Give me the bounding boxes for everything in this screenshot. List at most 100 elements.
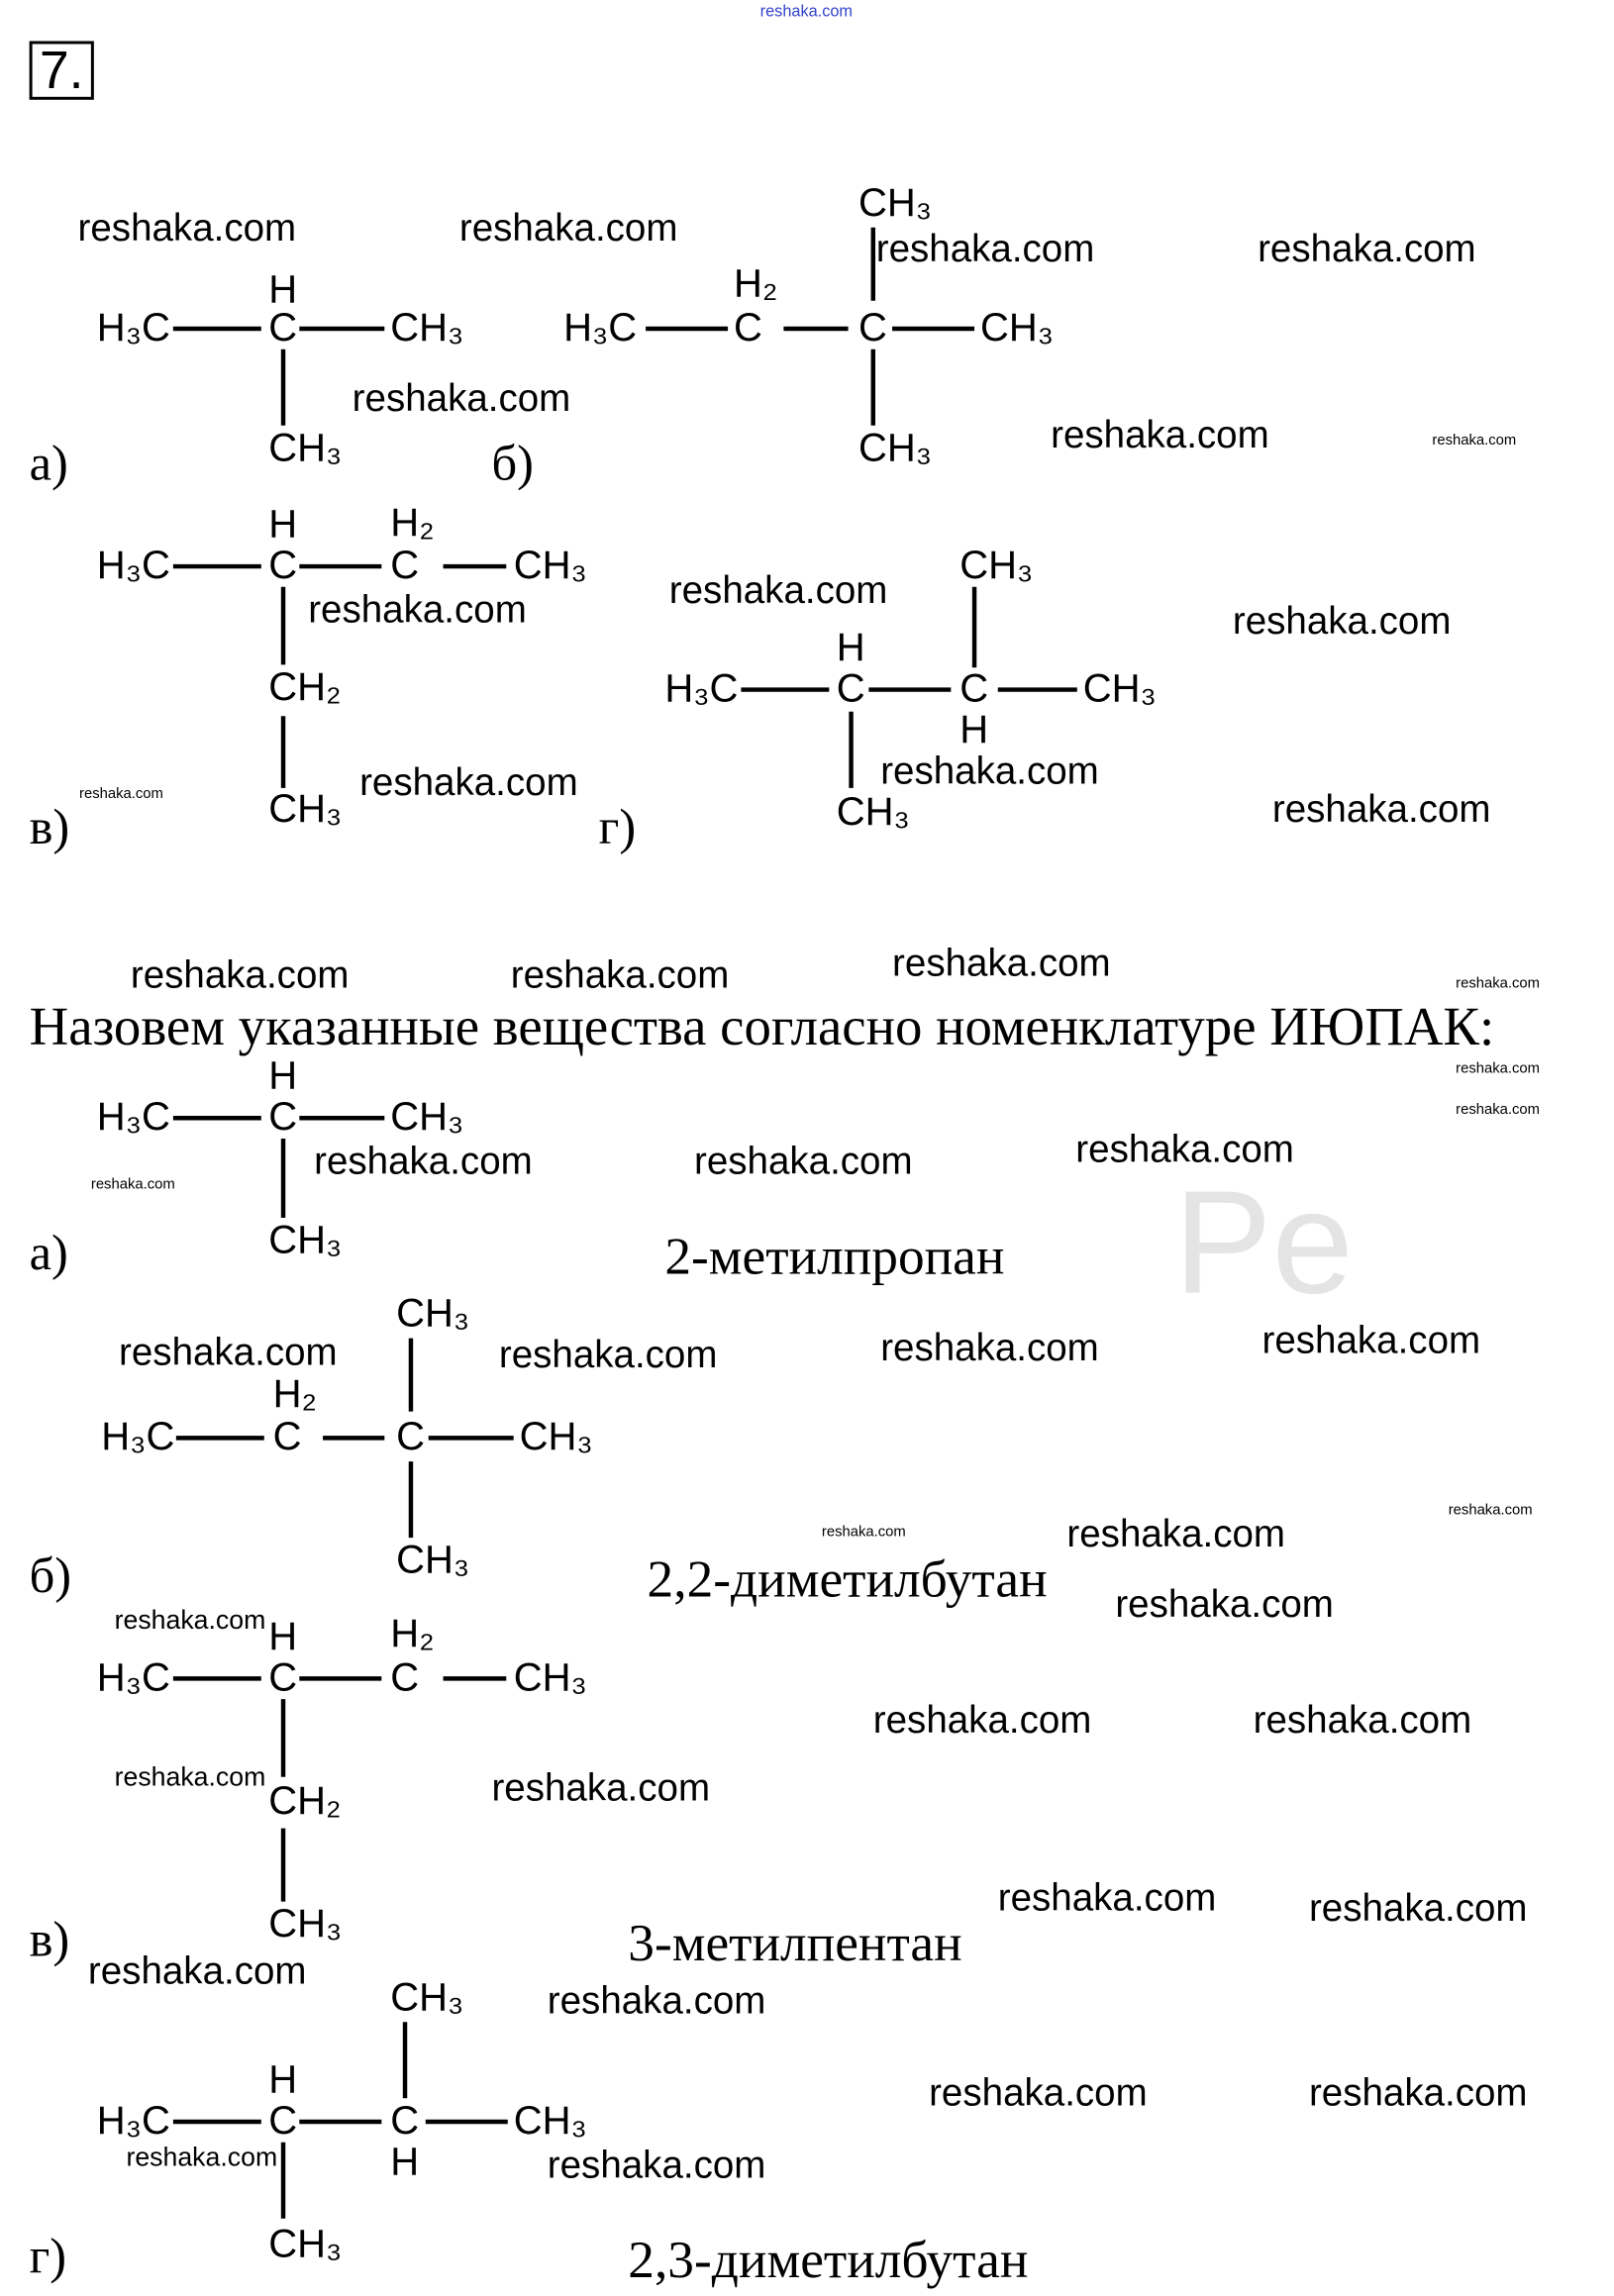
item-label: а) bbox=[29, 1226, 68, 1281]
atom-ch3: CH₃ bbox=[979, 305, 1055, 349]
atom-c: C bbox=[390, 1654, 420, 1700]
watermark: reshaka.com bbox=[880, 748, 1099, 793]
watermark: reshaka.com bbox=[498, 1332, 718, 1377]
watermark: reshaka.com bbox=[1448, 1502, 1533, 1519]
watermark: reshaka.com bbox=[1432, 433, 1517, 449]
watermark: reshaka.com bbox=[547, 1977, 766, 2023]
atom-h3c: H₃C bbox=[101, 1414, 175, 1459]
watermark: reshaka.com bbox=[510, 951, 730, 997]
atom-h: H bbox=[268, 266, 298, 312]
ghost-watermark: Pe bbox=[1173, 1160, 1354, 1326]
watermark: reshaka.com bbox=[547, 2142, 766, 2187]
watermark: reshaka.com bbox=[114, 1605, 266, 1635]
atom-ch3: CH₃ bbox=[857, 180, 933, 225]
atom-ch3: CH₃ bbox=[519, 1414, 593, 1459]
watermark: reshaka.com bbox=[668, 567, 888, 612]
atom-h3c: H₃C bbox=[96, 1654, 170, 1700]
atom-h: H bbox=[268, 1053, 298, 1098]
atom-ch3: CH₃ bbox=[390, 305, 464, 349]
atom-h3c: H₃C bbox=[664, 665, 739, 711]
watermark: reshaka.com bbox=[1261, 1317, 1481, 1362]
item-label: б) bbox=[491, 437, 534, 492]
atom-ch3: CH₃ bbox=[396, 1538, 470, 1582]
atom-h2: H₂ bbox=[734, 260, 778, 306]
watermark: reshaka.com bbox=[1456, 1101, 1540, 1119]
atom-h3c: H₃C bbox=[96, 2098, 170, 2143]
item-label: б) bbox=[29, 1548, 72, 1604]
atom-c: C bbox=[857, 305, 887, 349]
watermark: reshaka.com bbox=[1051, 412, 1269, 456]
watermark: reshaka.com bbox=[308, 586, 527, 632]
iupac-name: 2,3-диметилбутан bbox=[628, 2230, 1029, 2289]
iupac-name: 2-метилпропан bbox=[664, 1226, 1005, 1286]
atom-h: H bbox=[390, 2139, 420, 2184]
watermark: reshaka.com bbox=[359, 759, 578, 805]
atom-h3c: H₃C bbox=[563, 305, 638, 349]
watermark: reshaka.com bbox=[119, 1329, 338, 1374]
atom-h3c: H₃C bbox=[96, 543, 170, 587]
watermark: reshaka.com bbox=[1232, 598, 1452, 644]
atom-ch3: CH₃ bbox=[268, 1218, 343, 1262]
watermark: reshaka.com bbox=[1115, 1581, 1334, 1627]
atom-h: H bbox=[268, 1614, 298, 1658]
atom-c: C bbox=[268, 2098, 298, 2143]
watermark: reshaka.com bbox=[458, 205, 678, 250]
iupac-heading: Назовем указанные вещества согласно номе… bbox=[29, 997, 1495, 1058]
watermark: reshaka.com bbox=[87, 1948, 307, 1993]
watermark: reshaka.com bbox=[1456, 975, 1540, 992]
atom-ch3: CH₃ bbox=[857, 425, 933, 470]
atom-h: H bbox=[959, 707, 989, 751]
atom-ch3: CH₃ bbox=[268, 786, 343, 831]
atom-ch2: CH₂ bbox=[268, 664, 342, 709]
site-header-watermark: reshaka.com bbox=[759, 2, 854, 21]
atom-c: C bbox=[734, 305, 762, 349]
atom-h3c: H₃C bbox=[96, 1094, 170, 1140]
atom-ch3: CH₃ bbox=[1082, 665, 1157, 711]
watermark: reshaka.com bbox=[491, 1764, 711, 1810]
watermark: reshaka.com bbox=[1456, 1060, 1540, 1077]
watermark: reshaka.com bbox=[130, 951, 350, 997]
watermark: reshaka.com bbox=[1271, 786, 1491, 831]
watermark: reshaka.com bbox=[1066, 1511, 1286, 1555]
atom-c: C bbox=[959, 665, 989, 711]
atom-c: C bbox=[268, 1094, 298, 1140]
watermark: reshaka.com bbox=[90, 1176, 175, 1193]
watermark: reshaka.com bbox=[929, 2070, 1148, 2115]
watermark: reshaka.com bbox=[77, 205, 297, 250]
atom-ch3: CH₃ bbox=[513, 2098, 587, 2143]
watermark: reshaka.com bbox=[821, 1524, 906, 1542]
watermark: reshaka.com bbox=[1258, 226, 1476, 270]
item-label: в) bbox=[29, 801, 70, 856]
atom-c: C bbox=[390, 543, 420, 587]
item-label: г) bbox=[598, 801, 637, 856]
watermark: reshaka.com bbox=[314, 1139, 533, 1183]
iupac-name: 2,2-диметилбутан bbox=[647, 1548, 1048, 1609]
atom-ch3: CH₃ bbox=[836, 789, 910, 834]
watermark: reshaka.com bbox=[872, 1697, 1092, 1743]
atom-h2: H₂ bbox=[272, 1371, 318, 1417]
item-label: а) bbox=[29, 437, 68, 492]
atom-ch3: CH₃ bbox=[268, 1901, 343, 1947]
watermark: reshaka.com bbox=[693, 1139, 913, 1183]
atom-h2: H₂ bbox=[390, 500, 435, 545]
watermark: reshaka.com bbox=[352, 375, 571, 420]
atom-ch3: CH₃ bbox=[959, 543, 1034, 587]
watermark: reshaka.com bbox=[892, 940, 1111, 985]
iupac-name: 3-метилпентан bbox=[628, 1913, 962, 1972]
atom-ch3: CH₃ bbox=[513, 543, 587, 587]
watermark: reshaka.com bbox=[997, 1874, 1217, 1920]
atom-c: C bbox=[272, 1414, 302, 1459]
atom-h: H bbox=[268, 501, 298, 547]
atom-ch3: CH₃ bbox=[396, 1291, 470, 1336]
watermark: reshaka.com bbox=[1308, 1885, 1528, 1930]
atom-c: C bbox=[268, 305, 298, 349]
atom-ch3: CH₃ bbox=[390, 1094, 464, 1140]
watermark: reshaka.com bbox=[126, 2142, 278, 2172]
atom-h: H bbox=[836, 625, 865, 669]
atom-h3c: H₃C bbox=[96, 305, 170, 349]
watermark: reshaka.com bbox=[1308, 2070, 1528, 2115]
atom-c: C bbox=[390, 2098, 420, 2143]
watermark: reshaka.com bbox=[875, 226, 1095, 270]
